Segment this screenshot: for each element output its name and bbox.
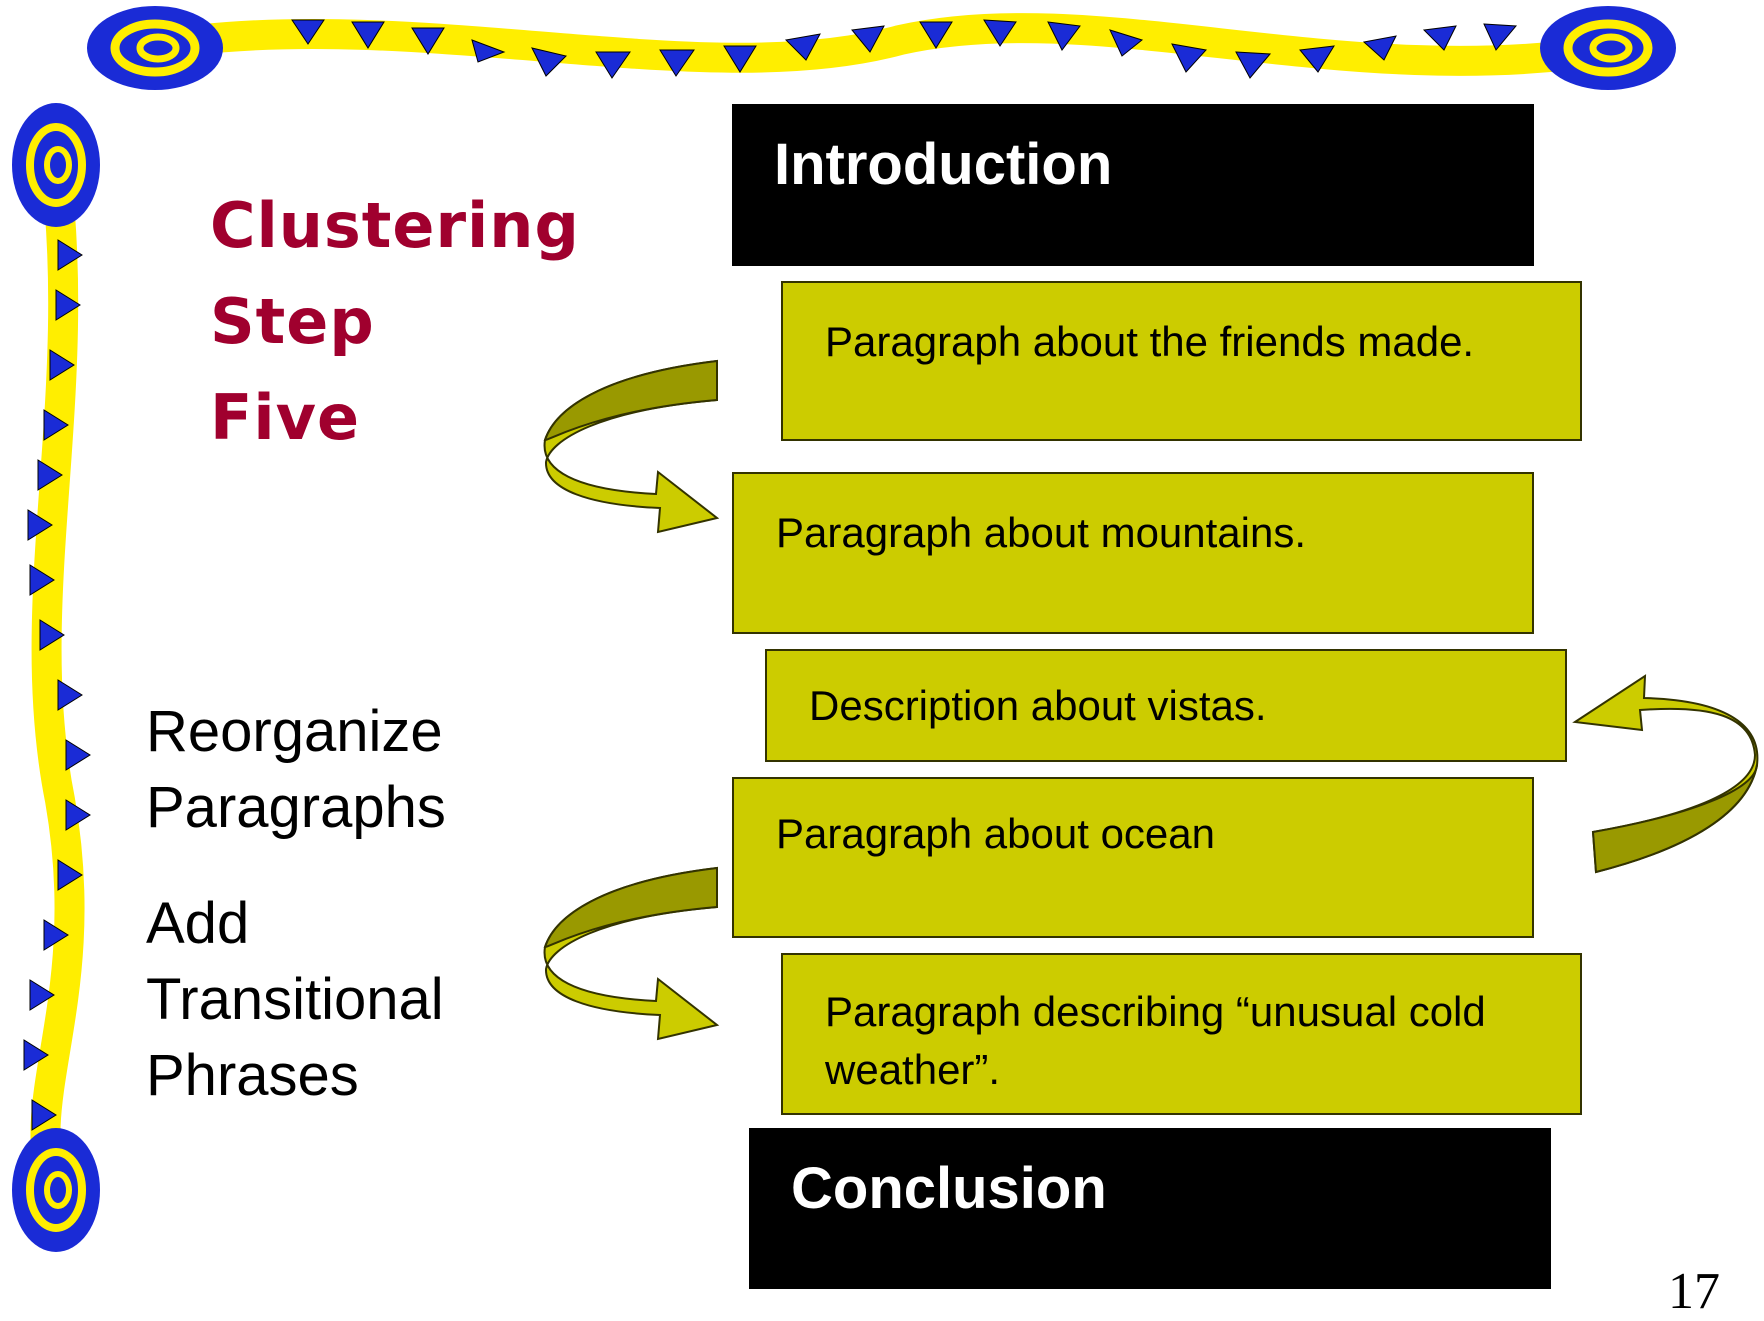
curved-arrow-up-icon — [1572, 674, 1759, 874]
page-number: 17 — [1668, 1263, 1720, 1320]
instruction-add-transitions: Add Transitional Phrases — [146, 886, 444, 1114]
instruction-line: Phrases — [146, 1043, 359, 1108]
spiral-left-bottom-icon — [12, 1128, 100, 1252]
paragraph-box-ocean: Paragraph about ocean — [732, 777, 1534, 938]
paragraph-box-vistas: Description about vistas. — [765, 649, 1567, 762]
title-line: Five — [210, 381, 361, 454]
spiral-left-top-icon — [12, 103, 100, 227]
conclusion-box: Conclusion — [749, 1128, 1551, 1289]
paragraph-box-mountains: Paragraph about mountains. — [732, 472, 1534, 634]
title-line: Clustering — [210, 189, 580, 262]
spiral-top-right-icon — [1540, 6, 1676, 90]
spiral-top-left-icon — [87, 6, 223, 90]
paragraph-box-cold-weather: Paragraph describing “unusual cold weath… — [781, 953, 1582, 1115]
instruction-line: Reorganize — [146, 699, 443, 764]
curved-arrows — [543, 359, 1759, 1041]
paragraph-box-friends: Paragraph about the friends made. — [781, 281, 1582, 441]
decorative-border — [12, 6, 1676, 1252]
title-line: Step — [210, 285, 375, 358]
introduction-box: Introduction — [732, 104, 1534, 266]
instruction-line: Transitional — [146, 967, 444, 1032]
slide-title: Clustering Step Five — [210, 178, 580, 466]
instruction-line: Paragraphs — [146, 775, 446, 840]
curved-arrow-down-icon — [543, 359, 720, 534]
instruction-line: Add — [146, 891, 250, 956]
instruction-reorganize: Reorganize Paragraphs — [146, 694, 446, 846]
curved-arrow-down-icon — [543, 866, 720, 1041]
